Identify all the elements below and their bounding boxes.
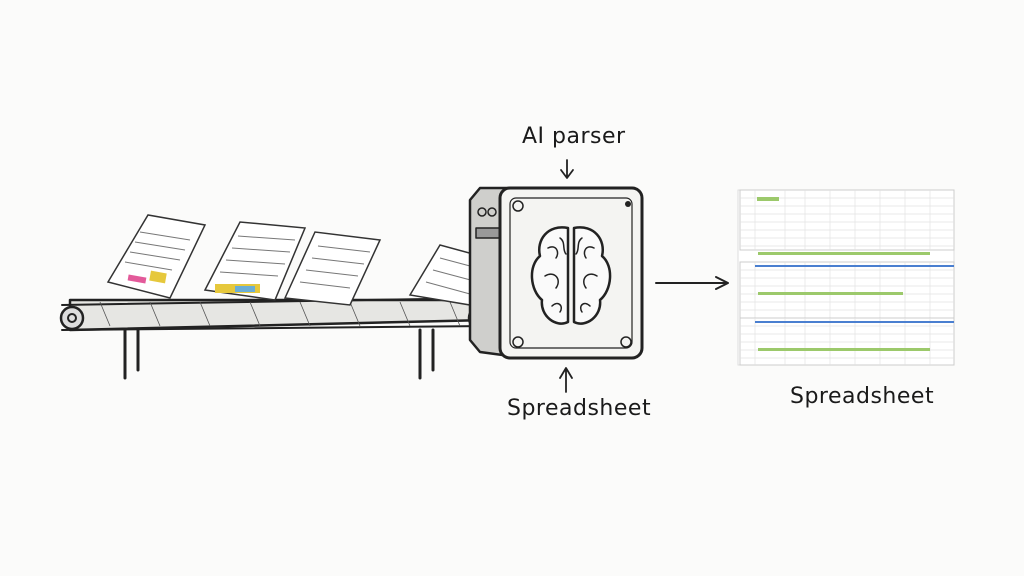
arrow-up-icon — [559, 367, 573, 393]
highlight-row-blue — [755, 321, 954, 323]
sheet-panel — [739, 261, 955, 321]
highlight-row-green — [758, 252, 930, 255]
input-spreadsheet-label: Spreadsheet — [507, 396, 652, 421]
document-2 — [203, 221, 307, 301]
spreadsheet — [737, 189, 955, 366]
highlight-row-blue — [755, 265, 954, 267]
output-spreadsheet-label: Spreadsheet — [790, 384, 935, 409]
highlight-row-green — [758, 292, 903, 295]
ai-parser-label: AI parser — [522, 124, 626, 149]
arrow-down-icon — [560, 159, 574, 179]
cell-reference-box — [757, 197, 779, 201]
arrow-right-icon — [655, 276, 729, 290]
ai-parser-machine — [468, 186, 644, 360]
highlight-row-green — [758, 348, 930, 351]
conveyor-belt — [59, 297, 493, 380]
document-1 — [106, 214, 207, 299]
brain-icon — [530, 226, 612, 325]
document-3 — [283, 231, 382, 306]
